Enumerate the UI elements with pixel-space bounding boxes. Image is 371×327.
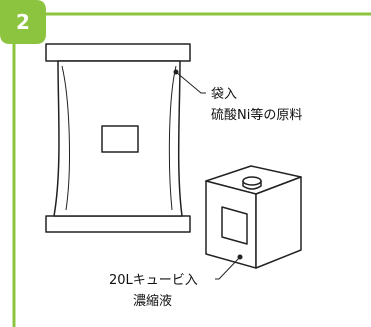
bag-leader-line bbox=[175, 71, 206, 94]
step-number: 2 bbox=[16, 10, 30, 34]
bag-illustration bbox=[45, 43, 191, 233]
cube-leader-line bbox=[215, 256, 241, 280]
bag-label-line2: 硫酸Ni等の原料 bbox=[211, 107, 302, 123]
cube-side-face bbox=[255, 176, 302, 269]
bag-top-seal bbox=[45, 43, 191, 62]
cube-window bbox=[221, 206, 248, 245]
bag-fold-right bbox=[168, 65, 177, 211]
bag-fold-left bbox=[61, 65, 70, 211]
bag-label-line1: 袋入 bbox=[211, 87, 237, 102]
cube-cap-top bbox=[242, 176, 262, 186]
bag-label-rect bbox=[101, 125, 139, 153]
bag-bottom-seal bbox=[45, 215, 191, 233]
cube-label-line2: 濃縮液 bbox=[133, 293, 172, 309]
cube-cap-body bbox=[242, 181, 262, 190]
cube-label-line1: 20Lキュービ入 bbox=[109, 273, 198, 288]
cube-illustration bbox=[205, 165, 302, 269]
step-badge: 2 bbox=[0, 0, 46, 44]
